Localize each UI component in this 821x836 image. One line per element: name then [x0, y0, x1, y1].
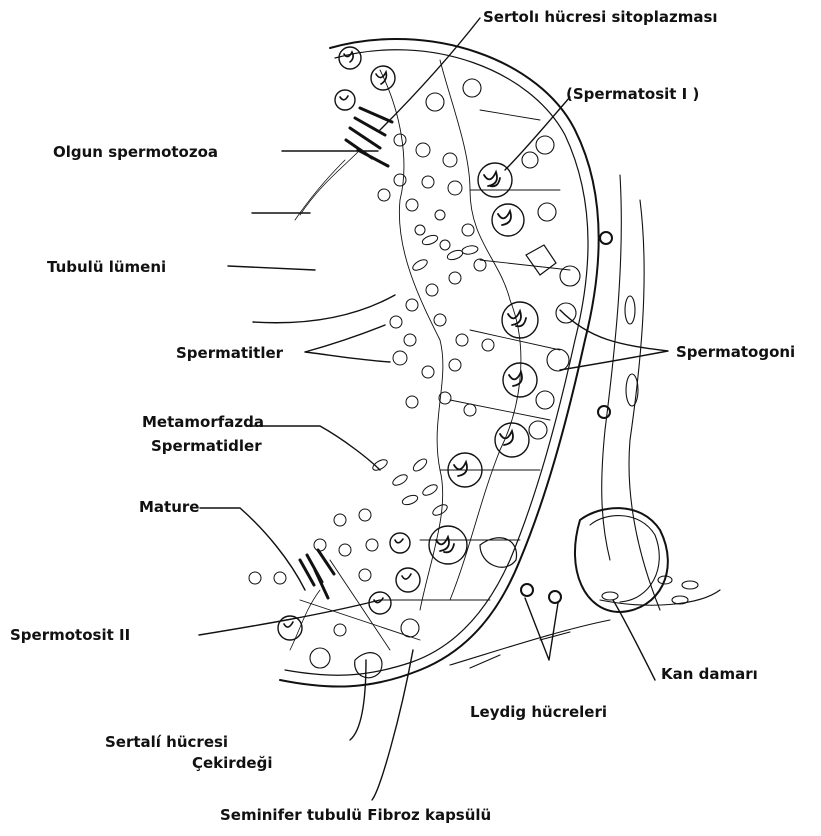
- label-sertoli-cytoplasm: Sertolı hücresi sitoplazması: [483, 8, 718, 26]
- label-mature: Mature: [139, 498, 199, 516]
- label-fibrous-capsule: Seminifer tubulü Fibroz kapsülü: [220, 806, 491, 824]
- label-spermatogonia: Spermatogoni: [676, 343, 795, 361]
- label-spermatids: Spermatitler: [176, 344, 283, 362]
- label-sertoli-nucleus-2: Çekirdeği: [192, 754, 273, 772]
- leader-lines: [199, 18, 668, 800]
- label-mature-sperm: Olgun spermotozoa: [53, 143, 218, 161]
- interstitium: [450, 175, 720, 668]
- label-spermatocyte-1: (Spermatosit I ): [566, 85, 699, 103]
- label-metamorph-2: Spermatidler: [151, 437, 262, 455]
- spermatogonia-nuclei: [310, 79, 580, 668]
- label-spermatocyte-2: Spermotosit II: [10, 626, 130, 644]
- label-blood-vessel: Kan damarı: [661, 665, 758, 683]
- sperm-tails: [290, 150, 360, 650]
- label-lumen: Tubulü lümeni: [47, 258, 166, 276]
- spermatid-cells: [249, 134, 494, 636]
- capsule-inner-line: [285, 50, 588, 676]
- blood-vessel-wall: [575, 508, 668, 612]
- cell-boundaries: [300, 60, 570, 650]
- label-leydig: Leydig hücreleri: [470, 703, 607, 721]
- label-metamorph-1: Metamorfazda: [142, 413, 264, 431]
- label-sertoli-nucleus-1: Sertalí hücresi: [105, 733, 228, 751]
- capsule-outer-line: [280, 39, 599, 687]
